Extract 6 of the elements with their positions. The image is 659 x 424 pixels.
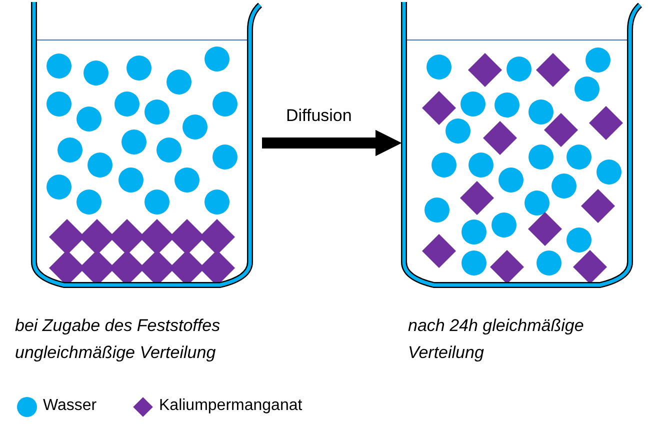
node-label: bei Zugabe des Feststoffes ungleichmäßige Verteilung [15,315,222,364]
beaker-drawing [30,0,262,290]
node-label: nach 24h gleichmäßige Verteilung [408,315,585,364]
legend-label: Wasser [43,397,97,415]
legend-label: Kaliumpermanganat [159,397,302,415]
arrow [262,130,402,156]
